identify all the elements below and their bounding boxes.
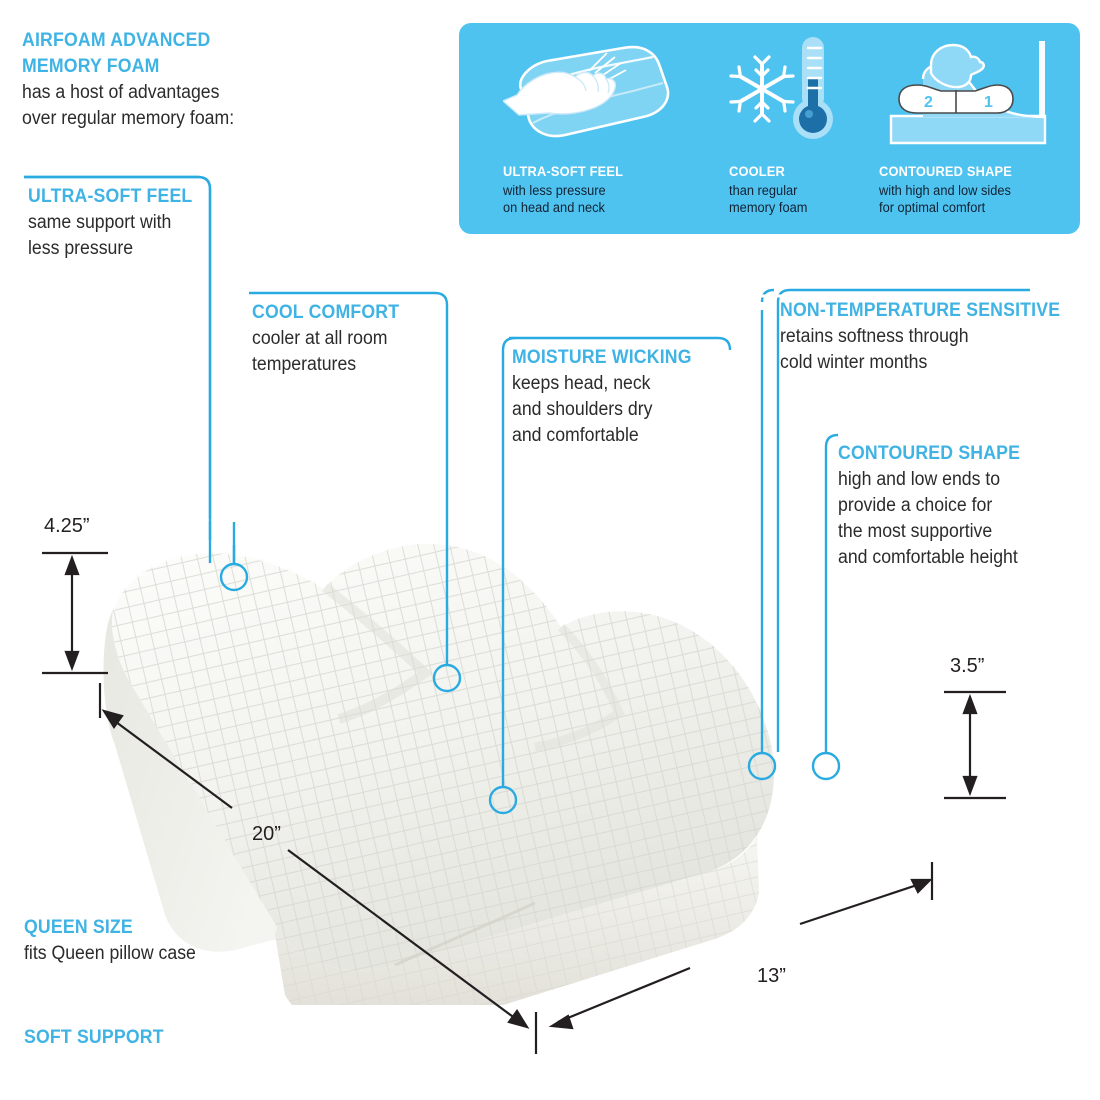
callout-line: cold winter months — [780, 352, 928, 373]
feature-body-line1: with high and low sides — [879, 183, 1011, 198]
callout-title: MOISTURE WICKING — [512, 347, 692, 368]
feature-body-line2: for optimal comfort — [879, 200, 986, 215]
feature-panel: ULTRA-SOFT FEEL with less pressure on he… — [459, 23, 1080, 234]
hand-pressing-pillow-icon — [501, 31, 683, 146]
dim-label-3-5: 3.5” — [950, 655, 985, 677]
feature-body-line1: with less pressure — [503, 183, 606, 198]
dim-arrow-down-4-25 — [64, 650, 80, 672]
callout-title: CONTOURED SHAPE — [838, 443, 1021, 464]
feature-body: with less pressure on head and neck — [503, 182, 606, 216]
callout-line: provide a choice for — [838, 495, 993, 516]
feature-title: COOLER — [729, 164, 786, 179]
feature-cooler: COOLER than regular memory foam — [729, 23, 879, 234]
feature-title: ULTRA-SOFT FEEL — [503, 164, 624, 179]
callout-line: cooler at all room — [252, 328, 388, 349]
callout-line: less pressure — [28, 238, 134, 259]
intro-body-line2: over regular memory foam: — [22, 108, 235, 129]
callout-cool-comfort: COOL COMFORT cooler at all room temperat… — [252, 300, 410, 378]
leader-corner-contoured-shape — [824, 433, 839, 448]
feature-body-line1: than regular — [729, 183, 798, 198]
callout-line: retains softness through — [780, 326, 969, 347]
feature-body-line2: on head and neck — [503, 200, 605, 215]
footer-firmness-title: SOFT SUPPORT — [24, 1027, 164, 1048]
callout-line: keeps head, neck — [512, 373, 651, 394]
snowflake-thermometer-icon — [729, 31, 879, 146]
callout-line: the most supportive — [838, 521, 993, 542]
callout-title: NON-TEMPERATURE SENSITIVE — [780, 300, 1061, 321]
feature-body-line2: memory foam — [729, 200, 808, 215]
intro-block: AIRFOAM ADVANCED MEMORY FOAM has a host … — [22, 28, 250, 132]
dim-arrow-13-lower — [548, 1014, 574, 1030]
contoured-pillow-sleeper-icon: 2 1 — [879, 31, 1069, 146]
dim-arrow-up-4-25 — [64, 554, 80, 576]
intro-title-line1: AIRFOAM ADVANCED — [22, 30, 211, 51]
feature-ultra-soft-feel: ULTRA-SOFT FEEL with less pressure on he… — [501, 23, 683, 234]
footer-soft-support: SOFT SUPPORT — [24, 1025, 174, 1051]
callout-title: ULTRA-SOFT FEEL — [28, 186, 193, 207]
callout-ultra-soft-feel: ULTRA-SOFT FEEL same support with less p… — [28, 184, 205, 262]
callout-line: same support with — [28, 212, 172, 233]
intro-body-line1: has a host of advantages — [22, 82, 220, 103]
dim-label-13: 13” — [757, 965, 786, 987]
intro-title-line2: MEMORY FOAM — [22, 56, 160, 77]
pillow-product-photo — [103, 543, 774, 1005]
callout-line: and comfortable height — [838, 547, 1018, 568]
dim-label-4-25: 4.25” — [44, 515, 90, 537]
feature-title: CONTOURED SHAPE — [879, 164, 1013, 179]
feature-body: with high and low sides for optimal comf… — [879, 182, 1011, 216]
callout-line: temperatures — [252, 354, 357, 375]
footer-size-body: fits Queen pillow case — [24, 943, 196, 964]
dim-arrow-20-lower — [507, 1009, 530, 1029]
callout-non-temperature-sensitive: NON-TEMPERATURE SENSITIVE retains softne… — [780, 298, 1081, 376]
callout-line: and shoulders dry — [512, 399, 653, 420]
callout-line: high and low ends to — [838, 469, 1001, 490]
callout-contoured-shape: CONTOURED SHAPE high and low ends to pro… — [838, 441, 1034, 571]
feature-contoured-shape: 2 1 CONTOURED SHAPE with high and low si… — [879, 23, 1069, 234]
callout-title: COOL COMFORT — [252, 302, 400, 323]
dim-label-20: 20” — [252, 823, 281, 845]
callout-line: and comfortable — [512, 425, 639, 446]
pillow-side-label-2: 2 — [924, 94, 933, 111]
pillow-side-label-1: 1 — [984, 94, 993, 111]
leader-corner-non-temp-sensitive — [760, 288, 775, 303]
footer-queen-size: QUEEN SIZE fits Queen pillow case — [24, 915, 209, 967]
feature-body: than regular memory foam — [729, 182, 807, 216]
footer-size-title: QUEEN SIZE — [24, 917, 133, 938]
callout-moisture-wicking: MOISTURE WICKING keeps head, neck and sh… — [512, 345, 705, 449]
